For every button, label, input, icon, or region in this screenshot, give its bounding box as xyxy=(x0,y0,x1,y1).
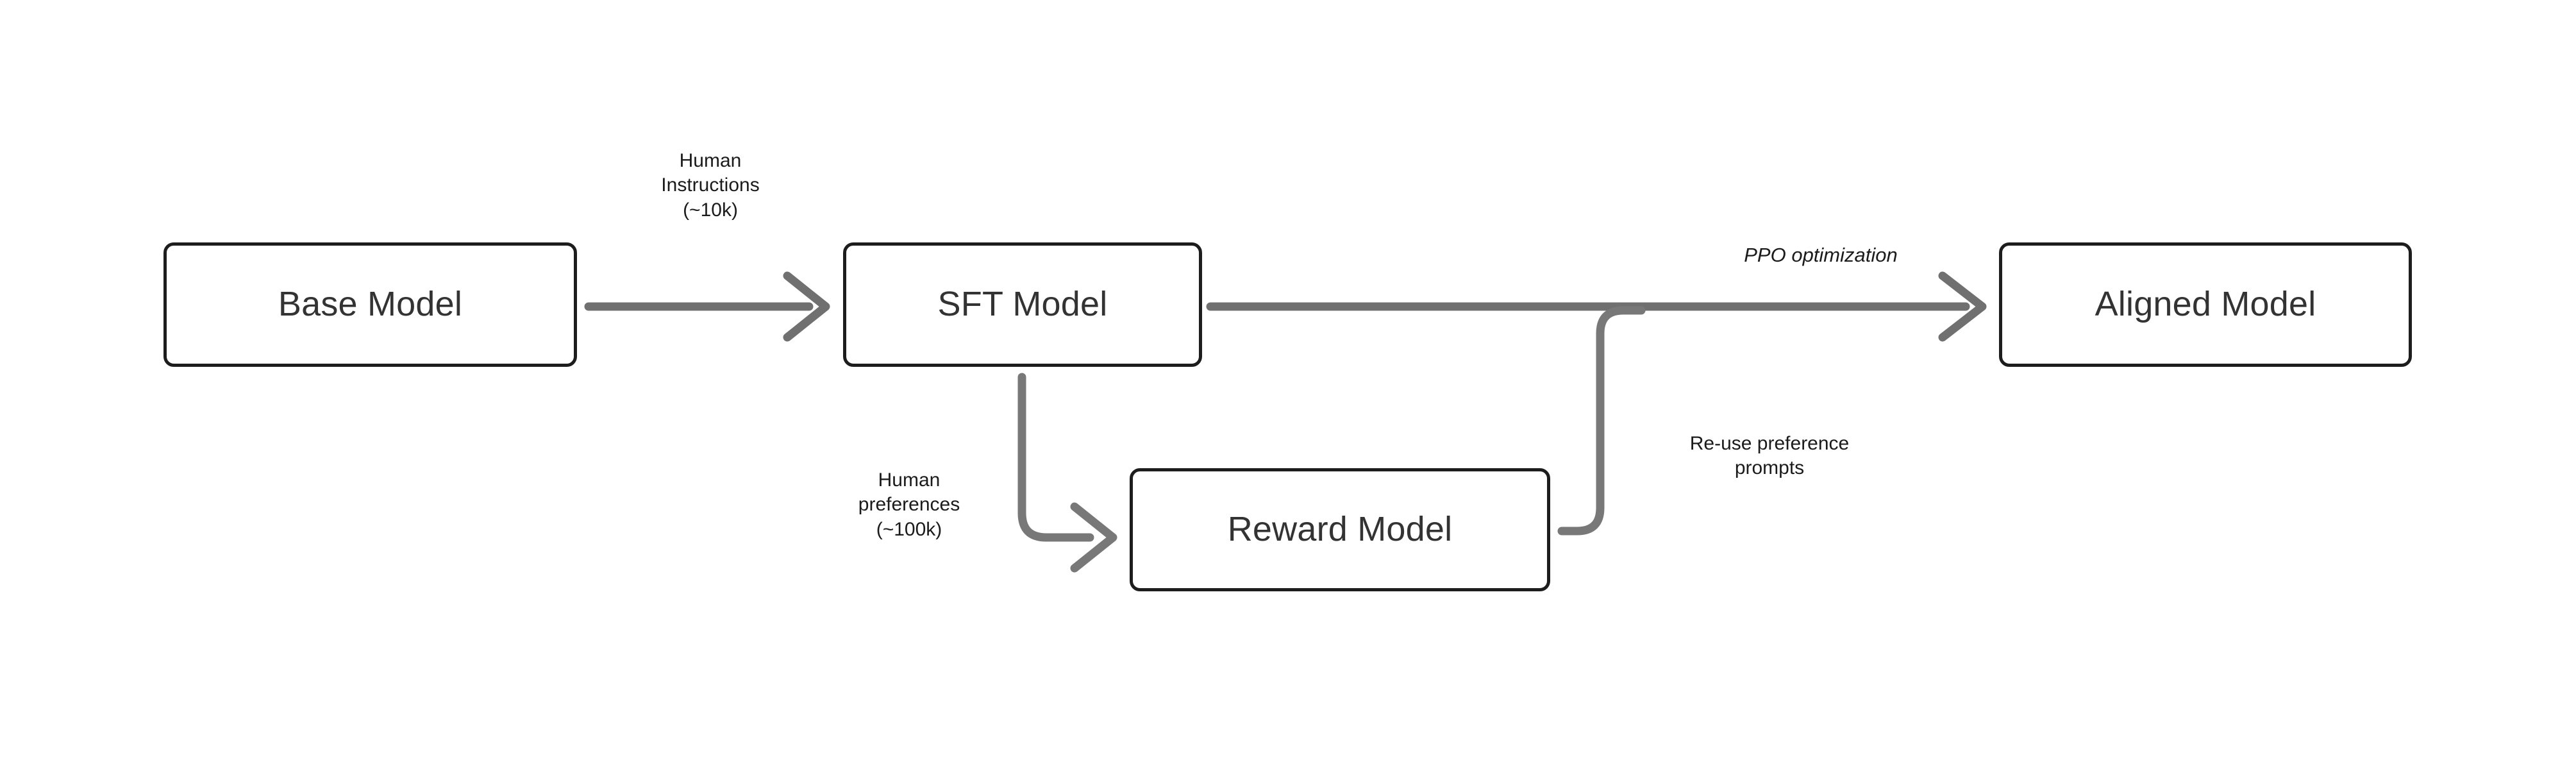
edge-label-human-preferences: Human preferences (~100k) xyxy=(858,469,960,540)
node-aligned-model[interactable]: Aligned Model xyxy=(1999,242,2412,367)
connector-base-to-sft xyxy=(584,271,830,342)
node-aligned-model-label: Aligned Model xyxy=(2095,285,2316,324)
connector-sft-to-aligned xyxy=(1206,271,1987,342)
node-sft-model[interactable]: SFT Model xyxy=(843,242,1202,367)
connector-sft-to-reward xyxy=(1017,373,1117,573)
node-reward-model-label: Reward Model xyxy=(1227,510,1453,549)
node-base-model-label: Base Model xyxy=(278,285,463,324)
node-sft-model-label: SFT Model xyxy=(937,285,1108,324)
edge-label-reuse-preference-prompts: Re-use preference prompts xyxy=(1689,433,1850,479)
node-reward-model[interactable]: Reward Model xyxy=(1130,468,1550,591)
edge-label-human-instructions: Human Instructions (~10k) xyxy=(661,150,760,221)
edge-label-ppo-optimization: PPO optimization xyxy=(1744,244,1898,266)
connector-reward-to-aligned xyxy=(1557,306,1646,536)
node-base-model[interactable]: Base Model xyxy=(163,242,577,367)
